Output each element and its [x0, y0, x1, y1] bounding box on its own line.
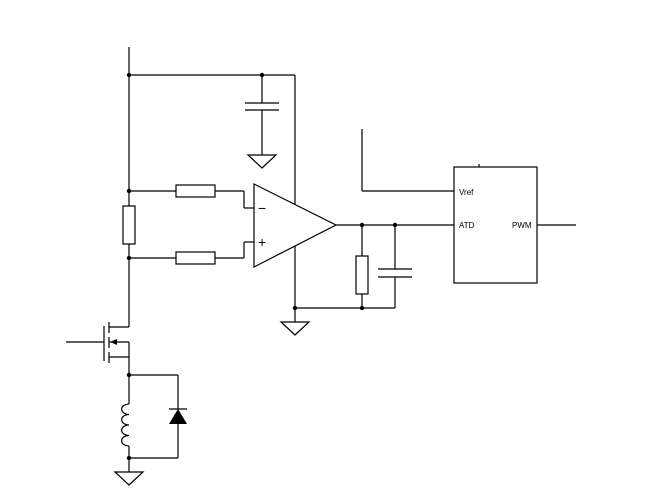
lower-input-resistor-icon	[175, 251, 216, 265]
diode-icon	[169, 408, 187, 424]
op-amp-minus-sign: −	[258, 200, 266, 216]
mosfet-icon	[66, 322, 130, 375]
microcontroller-block	[453, 166, 538, 284]
top-capacitor-icon	[245, 75, 279, 155]
junction-dots	[126, 72, 398, 461]
op-amp-plus-sign: +	[258, 234, 266, 250]
bottom-ground-icon	[113, 471, 145, 486]
mcu-pin-pwm: PWM	[512, 221, 532, 230]
filter-ground-icon	[279, 321, 311, 336]
output-wires	[294, 224, 454, 322]
mcu-pin-vref: Vref	[459, 188, 474, 197]
filter-resistor-icon	[355, 255, 369, 295]
op-amp-icon	[253, 183, 338, 268]
input-wires	[129, 190, 254, 259]
top-ground-icon	[246, 154, 278, 169]
inductor-wires	[128, 374, 179, 472]
inductor-icon	[121, 403, 130, 447]
top-rail-wires	[128, 47, 296, 322]
mcu-pin-atd: ATD	[459, 221, 475, 230]
shunt-resistor-icon	[122, 205, 136, 245]
upper-input-resistor-icon	[175, 184, 216, 198]
filter-capacitor-icon	[378, 268, 412, 278]
